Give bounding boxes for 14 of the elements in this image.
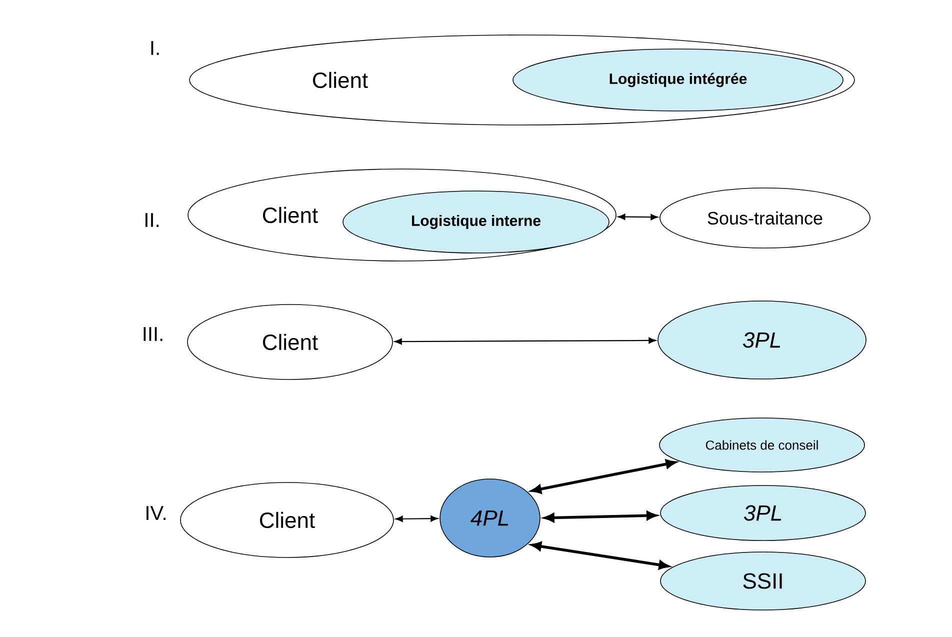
ellipse-node: 4PL	[440, 478, 540, 558]
arrow	[394, 337, 656, 345]
ellipse-node: Cabinets de conseil	[659, 418, 865, 472]
ellipse-node: SSII	[660, 552, 866, 610]
row-label: I.	[151, 41, 159, 55]
row-label: III.	[144, 327, 162, 341]
ellipse-node: Client	[180, 482, 394, 558]
arrow	[618, 214, 658, 220]
arrow	[396, 516, 438, 522]
ellipse-node: 3PL	[660, 485, 866, 541]
ellipse-node: Sous-traitance	[660, 188, 870, 248]
row-label: II.	[146, 213, 159, 227]
ellipse-node: 3PL	[658, 300, 866, 380]
ellipse-node: Client	[187, 304, 393, 380]
